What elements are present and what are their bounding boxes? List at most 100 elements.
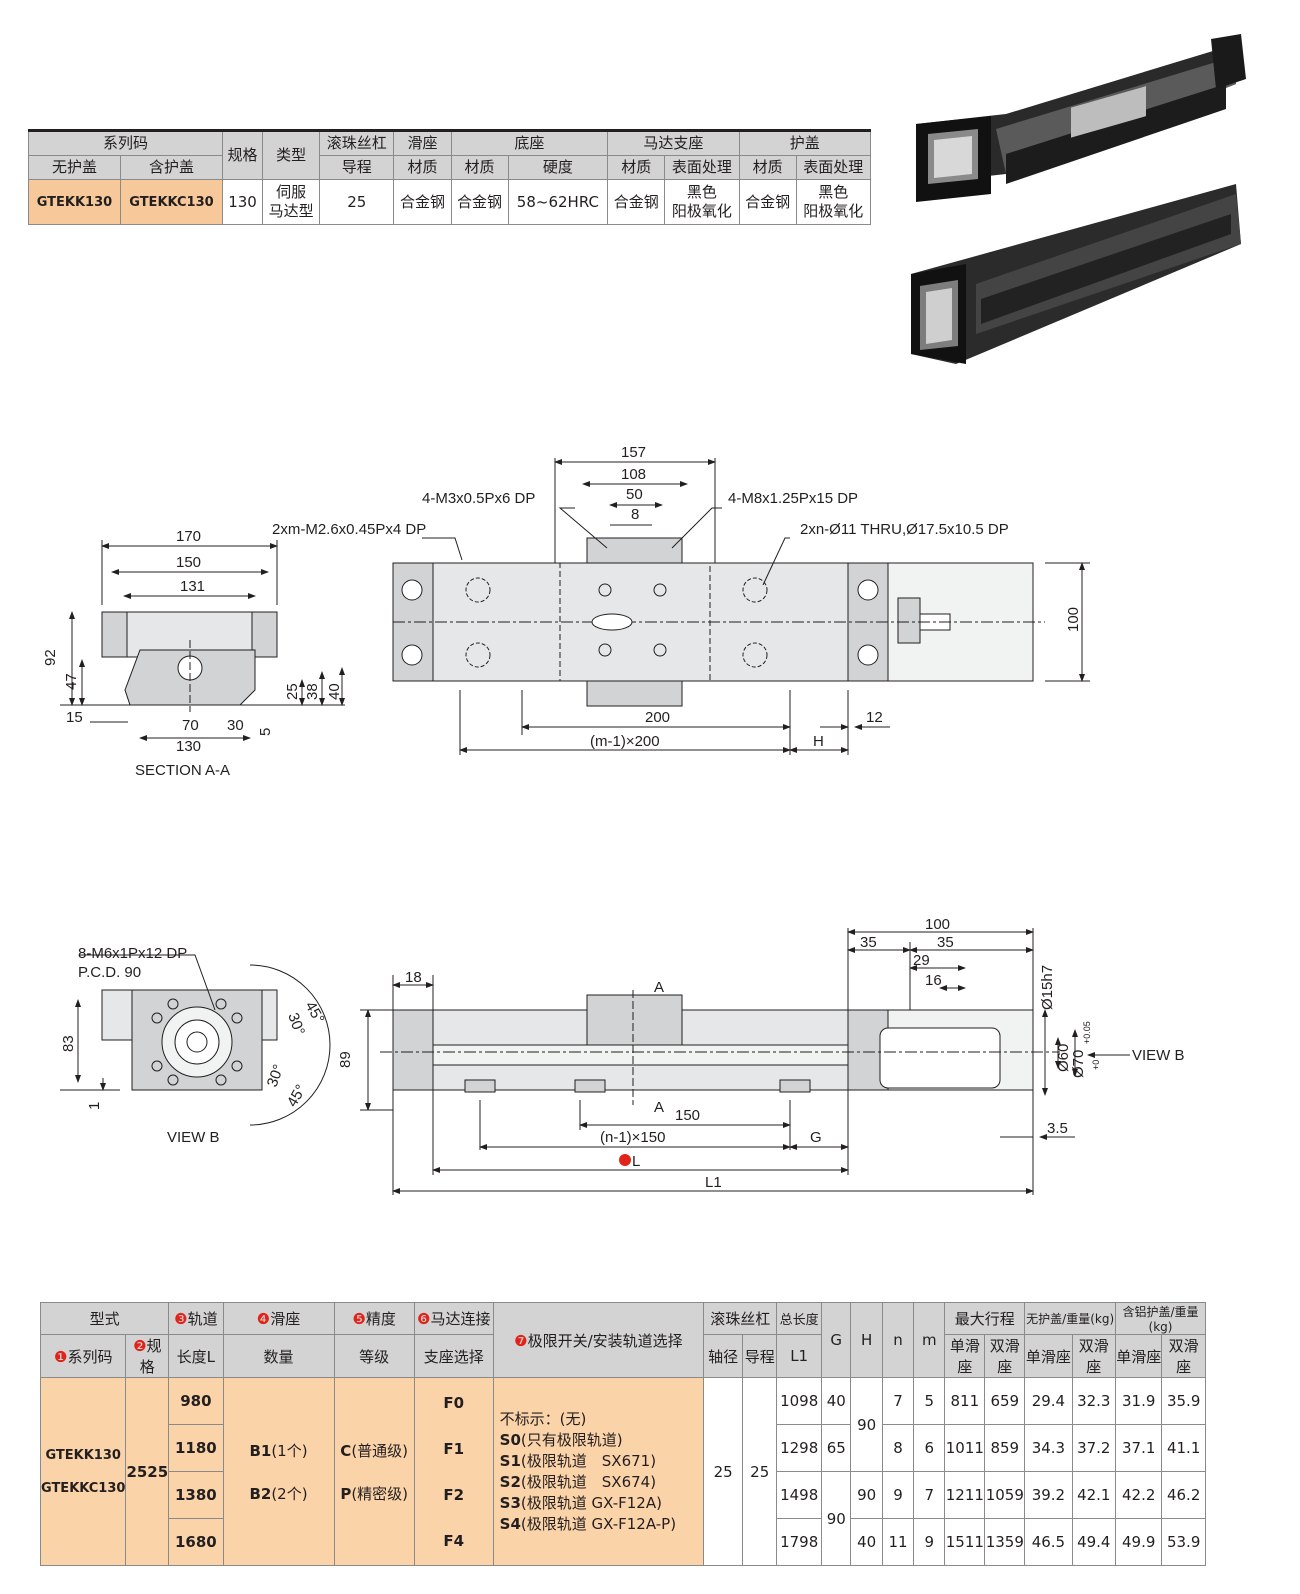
order-a1-980: 31.9: [1115, 1377, 1163, 1425]
spec-motor-material: 合金钢: [607, 179, 666, 225]
dim-130: 130: [176, 738, 201, 755]
dim-47: 47: [63, 673, 80, 690]
angle-30-bottom: 30°: [264, 1062, 288, 1089]
order-a1-1380: 42.2: [1115, 1471, 1163, 1519]
order-header-stroke: 最大行程: [944, 1302, 1026, 1335]
spec-header-lead: 导程: [319, 155, 395, 180]
order-header-rail2: 长度L: [168, 1334, 224, 1378]
spec-header-base-hardness: 硬度: [507, 155, 609, 180]
spec-header-with-cover: 含护盖: [119, 155, 224, 180]
order-H-1380: 90: [850, 1471, 883, 1519]
module-upper-image: [916, 34, 1246, 202]
dim-15: 15: [66, 709, 83, 726]
section-a-a-view: [60, 540, 345, 741]
order-limit-s3-desc: (极限轨道 GX-F12A): [520, 1493, 662, 1512]
order-limit-s0-code: S0: [499, 1430, 521, 1449]
order-prec-c-desc: (普通级): [351, 1441, 409, 1460]
order-limit-s2-desc: (极限轨道 SX674): [520, 1472, 657, 1491]
order-L1-1680: 1798: [776, 1518, 822, 1566]
spec-header-motor: 马达支座: [607, 130, 740, 156]
dim-50: 50: [626, 486, 643, 503]
dim-60: Ø60: [1055, 1044, 1072, 1072]
order-slide-b1: B1(1个): [224, 1440, 334, 1461]
order-slide-b1-code: B1: [249, 1441, 272, 1460]
spec-header-cover-surface: 表面处理: [795, 155, 872, 180]
order-header-series-text: 系列码: [67, 1347, 113, 1366]
order-limit-s2-code: S2: [499, 1472, 521, 1491]
dim-16: 16: [925, 972, 942, 989]
order-header-nocover-double: 双滑座: [1071, 1334, 1117, 1378]
order-slide-b2-desc: (2个): [271, 1484, 308, 1503]
order-limit-none: 不标示：(无): [500, 1409, 703, 1430]
dim-H: H: [813, 733, 824, 750]
dim-100-width: 100: [1065, 607, 1082, 632]
order-s1-980: 811: [944, 1377, 986, 1425]
order-header-motor2: 支座选择: [413, 1334, 494, 1378]
order-limit-none-desc: 不标示：(无): [499, 1409, 587, 1428]
order-limit-s0: S0(只有极限轨道): [500, 1430, 703, 1451]
order-motor-f0: F0: [443, 1393, 465, 1412]
dim-83: 83: [60, 1035, 77, 1052]
order-header-series: ❶系列码: [39, 1334, 127, 1378]
order-motor-options: F0 F1 F2 F4: [413, 1377, 494, 1566]
pcd-label: P.C.D. 90: [78, 964, 141, 981]
order-header-alcover-double: 双滑座: [1161, 1334, 1206, 1378]
order-header-size-text: 规格: [139, 1337, 162, 1376]
dim-157: 157: [621, 444, 646, 461]
order-header-alcover: 含铝护盖/重量(kg): [1115, 1302, 1206, 1335]
tol-upper: +0.05: [1082, 1021, 1092, 1044]
order-header-prec: ❺精度: [333, 1302, 415, 1335]
hole-m3-callout: 4-M3x0.5Px6 DP: [422, 490, 535, 507]
order-n-1380: 9: [881, 1471, 915, 1519]
order-header-alcover-single: 单滑座: [1115, 1334, 1163, 1378]
dim-70: 70: [182, 717, 199, 734]
view-b-label: VIEW B: [167, 1129, 220, 1146]
dim-1: 1: [86, 1102, 103, 1110]
angle-30-top: 30°: [284, 1011, 308, 1038]
order-a2-1180: 41.1: [1161, 1424, 1206, 1472]
order-header-prec-text: 精度: [365, 1310, 396, 1328]
order-header-model: 型式: [39, 1302, 170, 1335]
order-m-1180: 6: [913, 1424, 946, 1472]
order-a2-980: 35.9: [1161, 1377, 1206, 1425]
order-header-limit-text: 极限开关/安装轨道选择: [527, 1331, 683, 1350]
order-m-980: 5: [913, 1377, 946, 1425]
section-mark-a-bottom: A: [654, 1099, 664, 1116]
order-motor-f4: F4: [443, 1531, 465, 1550]
spec-motor-surface: 黑色阳极氧化: [664, 179, 740, 225]
dim-89: 89: [337, 1051, 354, 1068]
order-header-H: H: [850, 1302, 883, 1378]
order-limit-s1-code: S1: [499, 1451, 521, 1470]
order-header-shaft: 轴径: [703, 1334, 744, 1378]
section-mark-a-top: A: [654, 979, 664, 996]
order-L1-1380: 1498: [776, 1471, 822, 1519]
order-header-motor-text: 马达连接: [430, 1310, 491, 1328]
order-L1-980: 1098: [776, 1377, 822, 1425]
spec-cover-surface: 黑色阳极氧化: [795, 179, 872, 225]
order-limit-s1: S1(极限轨道 SX671): [500, 1451, 703, 1472]
order-prec-c-code: C: [340, 1441, 352, 1460]
order-m-1680: 9: [913, 1518, 946, 1566]
dim-5: 5: [257, 728, 274, 736]
order-lead: 25: [742, 1377, 778, 1566]
order-header-screw: 滚珠丝杠: [703, 1302, 778, 1335]
order-header-motor: ❻马达连接: [413, 1302, 494, 1335]
order-m-1380: 7: [913, 1471, 946, 1519]
order-prec-p: P(精密级): [335, 1483, 414, 1504]
dim-92: 92: [42, 649, 59, 666]
dim-40: 40: [326, 683, 343, 700]
spec-base-material: 合金钢: [450, 179, 509, 225]
order-s2-1680: 1359: [984, 1518, 1026, 1566]
spec-type-line2: 马达型: [268, 202, 314, 220]
order-header-stroke-single: 单滑座: [944, 1334, 986, 1378]
module-lower-image: [911, 184, 1241, 364]
dim-100-side: 100: [925, 916, 950, 933]
spec-header-base: 底座: [450, 130, 609, 156]
order-prec-p-desc: (精密级): [351, 1484, 409, 1503]
spec-cover-surface-2: 阳极氧化: [803, 202, 864, 220]
hole-thru-callout: 2xn-Ø11 THRU,Ø17.5x10.5 DP: [800, 521, 1009, 538]
dim-pitch-n: (n-1)×150: [600, 1129, 665, 1146]
spec-lead: 25: [319, 179, 395, 225]
order-header-slide: ❹滑座: [222, 1302, 335, 1335]
top-view: [392, 458, 1090, 755]
